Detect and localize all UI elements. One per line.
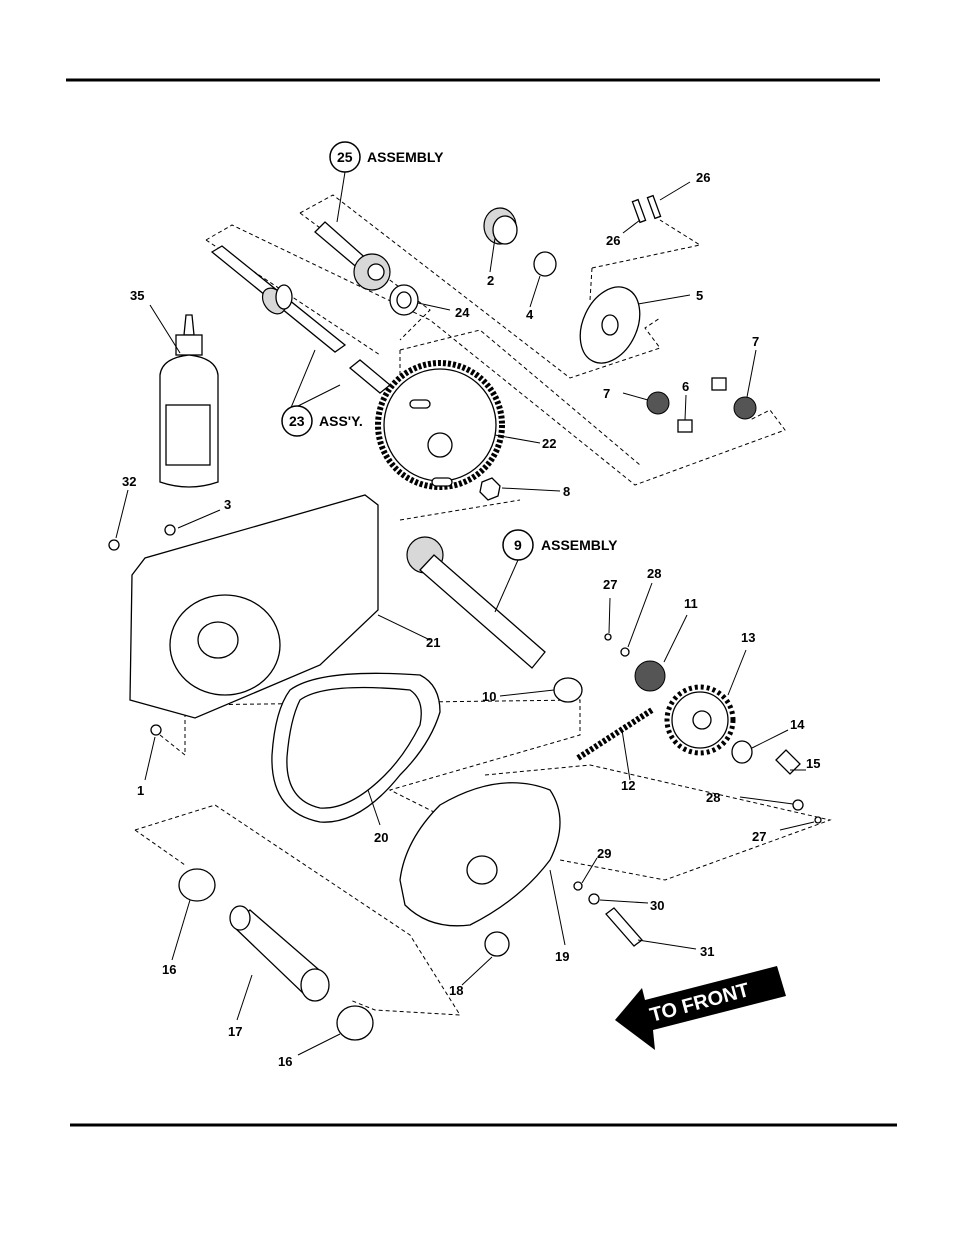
ring-27-bottom xyxy=(815,817,821,823)
label-6: 6 xyxy=(682,379,689,394)
label-22: 22 xyxy=(542,436,556,451)
label-28-bottom: 28 xyxy=(706,790,720,805)
clamp-16-bottom xyxy=(337,1006,373,1040)
label-12: 12 xyxy=(621,778,635,793)
label-26-top: 26 xyxy=(696,170,710,185)
bolt-1 xyxy=(151,725,161,735)
gear-22 xyxy=(378,363,502,487)
label-26-left: 26 xyxy=(606,233,620,248)
boot-17 xyxy=(230,906,329,1001)
hex-washer-8 xyxy=(480,478,500,500)
label-16-top: 16 xyxy=(162,962,176,977)
label-24: 24 xyxy=(455,305,470,320)
nut-29 xyxy=(574,882,582,890)
label-35: 35 xyxy=(130,288,144,303)
label-20: 20 xyxy=(374,830,388,845)
washer-10 xyxy=(554,678,582,702)
label-8: 8 xyxy=(563,484,570,499)
callout-9-text: ASSEMBLY xyxy=(541,537,618,553)
nut-3 xyxy=(165,525,175,535)
washer-30 xyxy=(589,894,599,904)
label-7-left: 7 xyxy=(603,386,610,401)
label-7-right: 7 xyxy=(752,334,759,349)
to-front-arrow: TO FRONT xyxy=(615,966,786,1050)
label-27-bottom: 27 xyxy=(752,829,766,844)
bolt-31 xyxy=(606,908,642,946)
label-21: 21 xyxy=(426,635,440,650)
label-5: 5 xyxy=(696,288,703,303)
chain-12 xyxy=(578,710,652,758)
callout-23-number: 23 xyxy=(289,413,305,429)
label-4: 4 xyxy=(526,307,534,322)
washer-14 xyxy=(732,741,752,763)
ring-27-top xyxy=(605,634,611,640)
label-3: 3 xyxy=(224,497,231,512)
label-17: 17 xyxy=(228,1024,242,1039)
label-19: 19 xyxy=(555,949,569,964)
sprocket-13 xyxy=(667,687,733,753)
label-29: 29 xyxy=(597,846,611,861)
label-15: 15 xyxy=(806,756,820,771)
plate-5 xyxy=(569,277,652,372)
label-14: 14 xyxy=(790,717,805,732)
washer-4 xyxy=(534,252,556,276)
callout-25-text: ASSEMBLY xyxy=(367,149,444,165)
label-1: 1 xyxy=(137,783,144,798)
label-30: 30 xyxy=(650,898,664,913)
washer-28-top xyxy=(621,648,629,656)
label-10: 10 xyxy=(482,689,496,704)
nut-32 xyxy=(109,540,119,550)
callout-9-number: 9 xyxy=(514,537,522,553)
plug-18 xyxy=(485,932,509,956)
label-11: 11 xyxy=(684,596,698,611)
label-2: 2 xyxy=(487,273,494,288)
clamp-16-top xyxy=(179,869,215,901)
bushing-2 xyxy=(484,208,517,244)
bearing-24 xyxy=(390,285,418,315)
callout-23-assembly: 23 ASS'Y. xyxy=(282,406,363,436)
label-16-bottom: 16 xyxy=(278,1054,292,1069)
gears-7-and-bushings-6 xyxy=(647,378,756,432)
label-13: 13 xyxy=(741,630,755,645)
oil-bottle-part xyxy=(160,315,218,487)
cover-19 xyxy=(400,783,560,926)
label-18: 18 xyxy=(449,983,463,998)
label-27-top: 27 xyxy=(603,577,617,592)
gasket-20-inner xyxy=(287,688,421,809)
label-31: 31 xyxy=(700,944,714,959)
washer-28-bottom xyxy=(793,800,803,810)
gear-11 xyxy=(635,661,665,691)
callout-9-assembly: 9 ASSEMBLY xyxy=(503,530,618,560)
label-32: 32 xyxy=(122,474,136,489)
callout-25-number: 25 xyxy=(337,149,353,165)
callout-23-text: ASS'Y. xyxy=(319,413,363,429)
label-28-top: 28 xyxy=(647,566,661,581)
shaft-assembly-25 xyxy=(315,222,390,290)
callout-25-assembly: 25 ASSEMBLY xyxy=(330,142,444,172)
bolts-26 xyxy=(632,196,660,223)
